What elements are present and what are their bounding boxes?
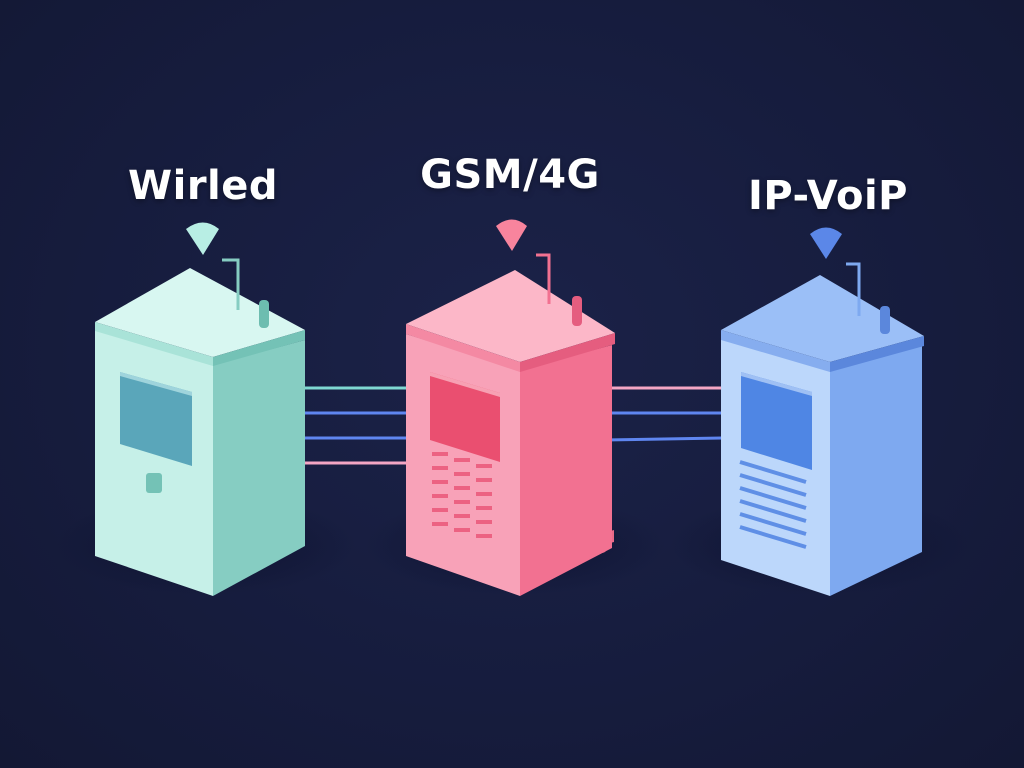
wired-unit bbox=[95, 222, 305, 596]
antenna-icon bbox=[536, 253, 551, 304]
signal-icon bbox=[186, 222, 219, 255]
ip-screen bbox=[741, 372, 812, 470]
antenna-icon bbox=[222, 258, 240, 310]
ip-label: IP-VoiP bbox=[748, 173, 908, 219]
wired-top-face bbox=[95, 268, 305, 357]
gsm-side-face bbox=[520, 345, 612, 596]
gsm-vent-grille bbox=[432, 452, 492, 538]
ip-side-face bbox=[830, 346, 922, 596]
wired-indicator bbox=[146, 473, 162, 493]
link-wired-gsm bbox=[300, 386, 412, 465]
gsm-screen bbox=[430, 372, 500, 462]
ip-vent-grille bbox=[739, 460, 807, 549]
ip-top-face bbox=[721, 275, 924, 362]
ip-unit bbox=[721, 227, 924, 596]
wired-side-face bbox=[213, 340, 305, 596]
gsm-unit bbox=[406, 219, 615, 596]
wired-screen bbox=[120, 372, 192, 466]
ip-front-face bbox=[721, 338, 830, 596]
gsm-label: GSM/4G bbox=[420, 152, 600, 198]
signal-icon bbox=[810, 227, 842, 259]
gsm-top-face bbox=[406, 270, 615, 362]
antenna-icon bbox=[846, 262, 861, 316]
wired-label: Wirled bbox=[127, 163, 279, 209]
signal-icon bbox=[496, 219, 527, 251]
gsm-front-face bbox=[406, 334, 520, 596]
wired-front-face bbox=[95, 330, 213, 596]
